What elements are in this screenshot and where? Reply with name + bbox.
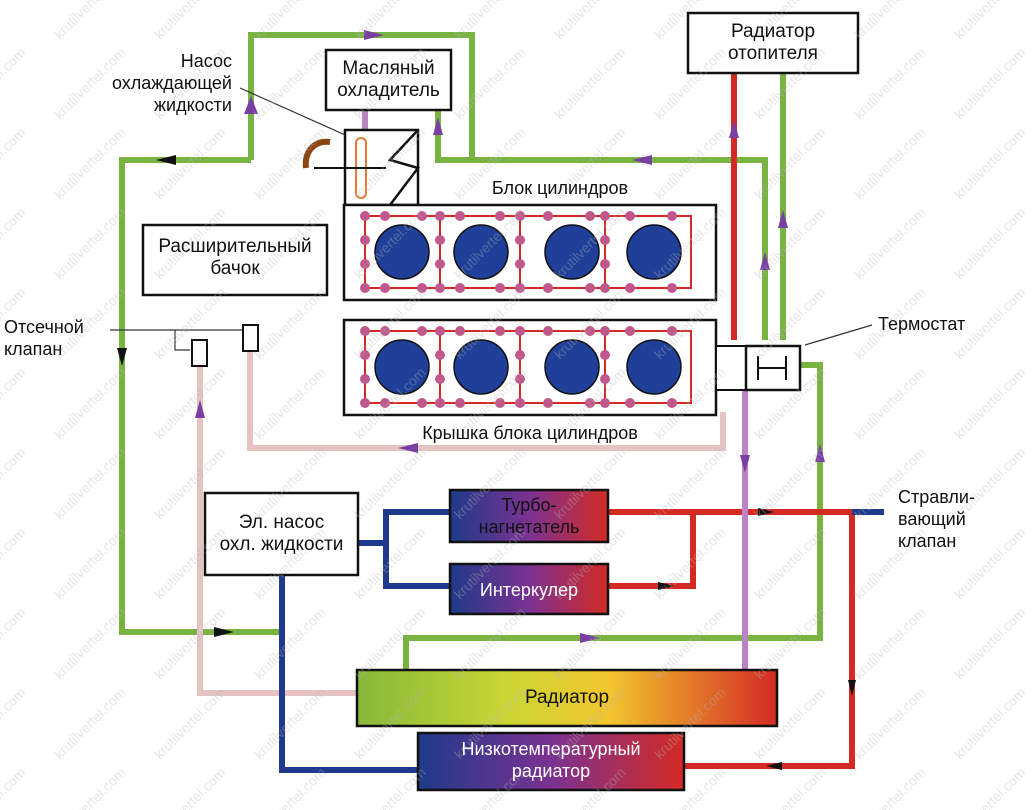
watermark-text: krutilvertel.com <box>351 524 429 602</box>
cylinder-head <box>342 318 718 417</box>
watermark-text: krutilvertel.com <box>651 524 729 602</box>
watermark-text: krutilvertel.com <box>451 124 529 202</box>
watermark-text: krutilvertel.com <box>651 124 729 202</box>
coolant-pump <box>302 128 421 207</box>
flow-arrows <box>195 30 825 643</box>
watermark-text: krutilvertel.com <box>851 44 929 122</box>
watermark-text: krutilvertel.com <box>751 764 829 810</box>
watermark-text: krutilvertel.com <box>0 364 29 442</box>
watermark-text: krutilvertel.com <box>951 444 1029 522</box>
shutoff-valve-1 <box>242 324 259 352</box>
return-lines <box>197 350 726 696</box>
watermark-text: krutilvertel.com <box>951 524 1029 602</box>
black-arrows <box>117 155 856 770</box>
pump-pulley-icon <box>302 138 331 169</box>
watermark-text: krutilvertel.com <box>151 764 229 810</box>
intercooler-box <box>448 562 610 616</box>
watermark-text: krutilvertel.com <box>851 444 929 522</box>
watermark-text: krutilvertel.com <box>0 764 29 810</box>
watermark-text: krutilvertel.com <box>251 124 329 202</box>
watermark-text: krutilvertel.com <box>51 604 129 682</box>
watermark-text: krutilvertel.com <box>51 44 129 122</box>
watermark-text: krutilvertel.com <box>551 0 629 42</box>
watermark-text: krutilvertel.com <box>151 124 229 202</box>
watermark-text: krutilvertel.com <box>0 604 29 682</box>
cold-lines <box>279 509 884 773</box>
turbocharger-box <box>448 488 610 544</box>
watermark-text: krutilvertel.com <box>951 44 1029 122</box>
watermark-text: krutilvertel.com <box>0 44 29 122</box>
watermark-text: krutilvertel.com <box>51 284 129 362</box>
watermark-text: krutilvertel.com <box>0 0 29 42</box>
watermark-text: krutilvertel.com <box>951 204 1029 282</box>
watermark-text: krutilvertel.com <box>0 444 29 522</box>
watermark-text: krutilvertel.com <box>51 524 129 602</box>
watermark-text: krutilvertel.com <box>951 764 1029 810</box>
watermark-text: krutilvertel.com <box>51 444 129 522</box>
watermark-text: krutilvertel.com <box>851 364 929 442</box>
watermark-text: krutilvertel.com <box>851 604 929 682</box>
watermark-text: krutilvertel.com <box>551 44 629 122</box>
watermark-text: krutilvertel.com <box>851 684 929 762</box>
watermark-text: krutilvertel.com <box>0 204 29 282</box>
bleed-line <box>362 110 748 675</box>
watermark-text: krutilvertel.com <box>0 684 29 762</box>
watermark-text: krutilvertel.com <box>851 0 929 42</box>
watermark-text: krutilvertel.com <box>0 284 29 362</box>
watermark-text: krutilvertel.com <box>951 0 1029 42</box>
expansion-tank-box <box>141 223 329 297</box>
cylinder-block <box>342 203 718 302</box>
watermark-text: krutilvertel.com <box>751 604 829 682</box>
thermostat <box>715 344 802 392</box>
watermark-text: krutilvertel.com <box>0 524 29 602</box>
radiator-box <box>355 668 779 728</box>
watermark-text: krutilvertel.com <box>51 124 129 202</box>
watermark-text: krutilvertel.com <box>51 204 129 282</box>
watermark-text: krutilvertel.com <box>951 284 1029 362</box>
heater-radiator-box <box>686 11 860 75</box>
watermark-text: krutilvertel.com <box>951 124 1029 202</box>
watermark-text: krutilvertel.com <box>851 524 929 602</box>
low-temp-radiator-box <box>416 731 686 792</box>
watermark-text: krutilvertel.com <box>251 364 329 442</box>
watermark-text: krutilvertel.com <box>51 684 129 762</box>
watermark-text: krutilvertel.com <box>151 0 229 42</box>
leader-lines <box>110 87 873 351</box>
watermark-text: krutilvertel.com <box>51 764 129 810</box>
shutoff-valve-2 <box>191 339 208 367</box>
watermark-text: krutilvertel.com <box>951 684 1029 762</box>
watermark-text: krutilvertel.com <box>451 0 529 42</box>
watermark-text: krutilvertel.com <box>51 364 129 442</box>
watermark-text: krutilvertel.com <box>151 604 229 682</box>
oil-cooler-box <box>324 48 453 112</box>
watermark-text: krutilvertel.com <box>151 684 229 762</box>
hot-lines <box>608 73 855 769</box>
electric-pump-box <box>203 491 360 577</box>
watermark-text: krutilvertel.com <box>951 604 1029 682</box>
watermark-text: krutilvertel.com <box>551 124 629 202</box>
watermark-text: krutilvertel.com <box>451 44 529 122</box>
watermark-text: krutilvertel.com <box>51 0 129 42</box>
watermark-text: krutilvertel.com <box>851 204 929 282</box>
watermark-text: krutilvertel.com <box>151 44 229 122</box>
watermark-text: krutilvertel.com <box>851 284 929 362</box>
watermark-text: krutilvertel.com <box>0 124 29 202</box>
watermark-text: krutilvertel.com <box>151 364 229 442</box>
watermark-text: krutilvertel.com <box>851 764 929 810</box>
watermark-text: krutilvertel.com <box>851 124 929 202</box>
watermark-text: krutilvertel.com <box>951 364 1029 442</box>
watermark-text: krutilvertel.com <box>251 604 329 682</box>
